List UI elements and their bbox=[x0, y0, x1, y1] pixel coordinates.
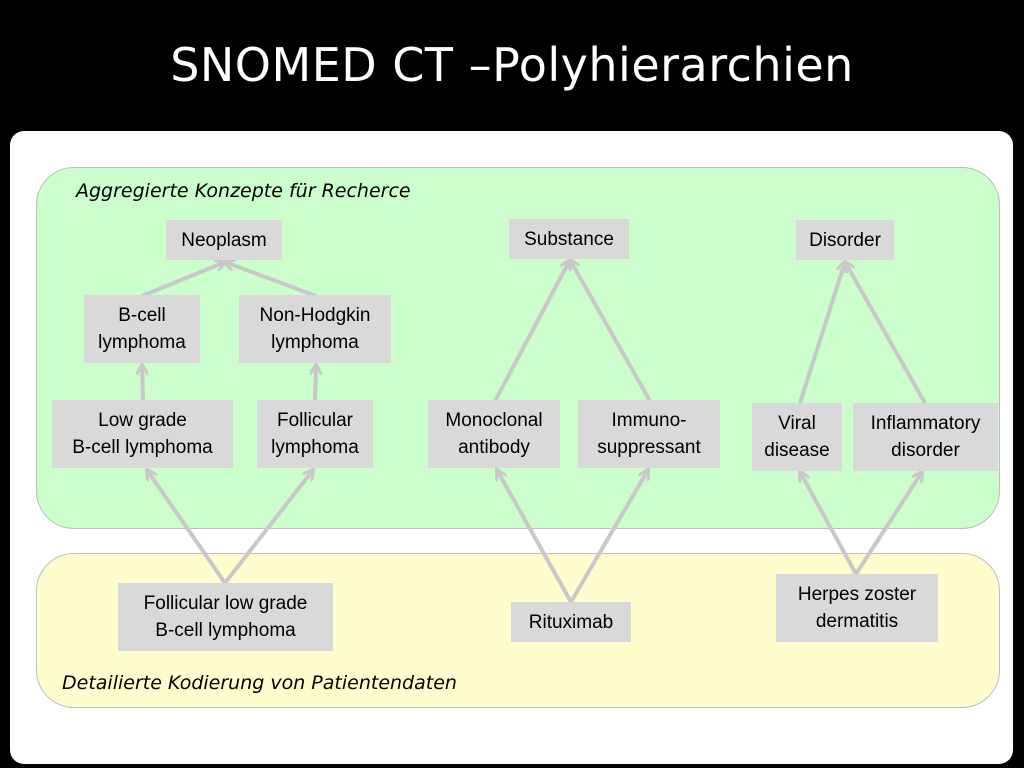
node-immunosuppressant: Immuno- suppressant bbox=[578, 400, 720, 468]
slide-title: SNOMED CT –Polyhierarchien bbox=[170, 38, 854, 92]
node-low-grade-b-cell-lymphoma: Low grade B-cell lymphoma bbox=[52, 400, 233, 468]
edge-rituximab-to-monoclonal bbox=[497, 470, 573, 603]
aggregated-concepts-label: Aggregierte Konzepte für Recherce bbox=[76, 180, 411, 202]
edge-inflammatory-to-disorder bbox=[845, 262, 927, 404]
edge-lowgrade-to-bcell bbox=[142, 365, 143, 402]
edge-herpes-to-viral bbox=[800, 472, 858, 575]
edge-nonhodgkin-to-neoplasm bbox=[225, 262, 317, 298]
node-viral-disease: Viral disease bbox=[752, 403, 842, 471]
node-b-cell-lymphoma: B-cell lymphoma bbox=[84, 295, 200, 363]
node-herpes-zoster-dermatitis: Herpes zoster dermatitis bbox=[776, 574, 938, 642]
node-follicular-lymphoma: Follicular lymphoma bbox=[257, 400, 373, 468]
edge-herpes-to-inflammatory bbox=[854, 472, 922, 576]
edge-bcell-to-neoplasm bbox=[141, 262, 225, 298]
node-rituximab: Rituximab bbox=[511, 602, 631, 642]
node-monoclonal-antibody: Monoclonal antibody bbox=[428, 400, 560, 468]
node-follicular-low-grade-b-cell-lymphoma: Follicular low grade B-cell lymphoma bbox=[118, 583, 333, 651]
edge-viral-to-disorder bbox=[798, 262, 845, 404]
node-disorder: Disorder bbox=[796, 220, 894, 260]
patient-data-label: Detailierte Kodierung von Patientendaten bbox=[62, 672, 457, 694]
edge-rituximab-to-immuno bbox=[569, 470, 648, 604]
edge-monoclonal-to-substance bbox=[493, 260, 570, 402]
edge-follicular-to-nonhodgkin bbox=[315, 365, 316, 402]
node-neoplasm: Neoplasm bbox=[166, 220, 282, 260]
node-non-hodgkin-lymphoma: Non-Hodgkin lymphoma bbox=[239, 295, 391, 363]
edge-follicularlowgrade-to-follicular bbox=[223, 470, 313, 585]
node-substance: Substance bbox=[509, 219, 629, 259]
edge-immuno-to-substance bbox=[570, 260, 652, 402]
edge-follicularlowgrade-to-lowgrade bbox=[147, 470, 227, 585]
node-inflammatory-disorder: Inflammatory disorder bbox=[853, 403, 998, 471]
